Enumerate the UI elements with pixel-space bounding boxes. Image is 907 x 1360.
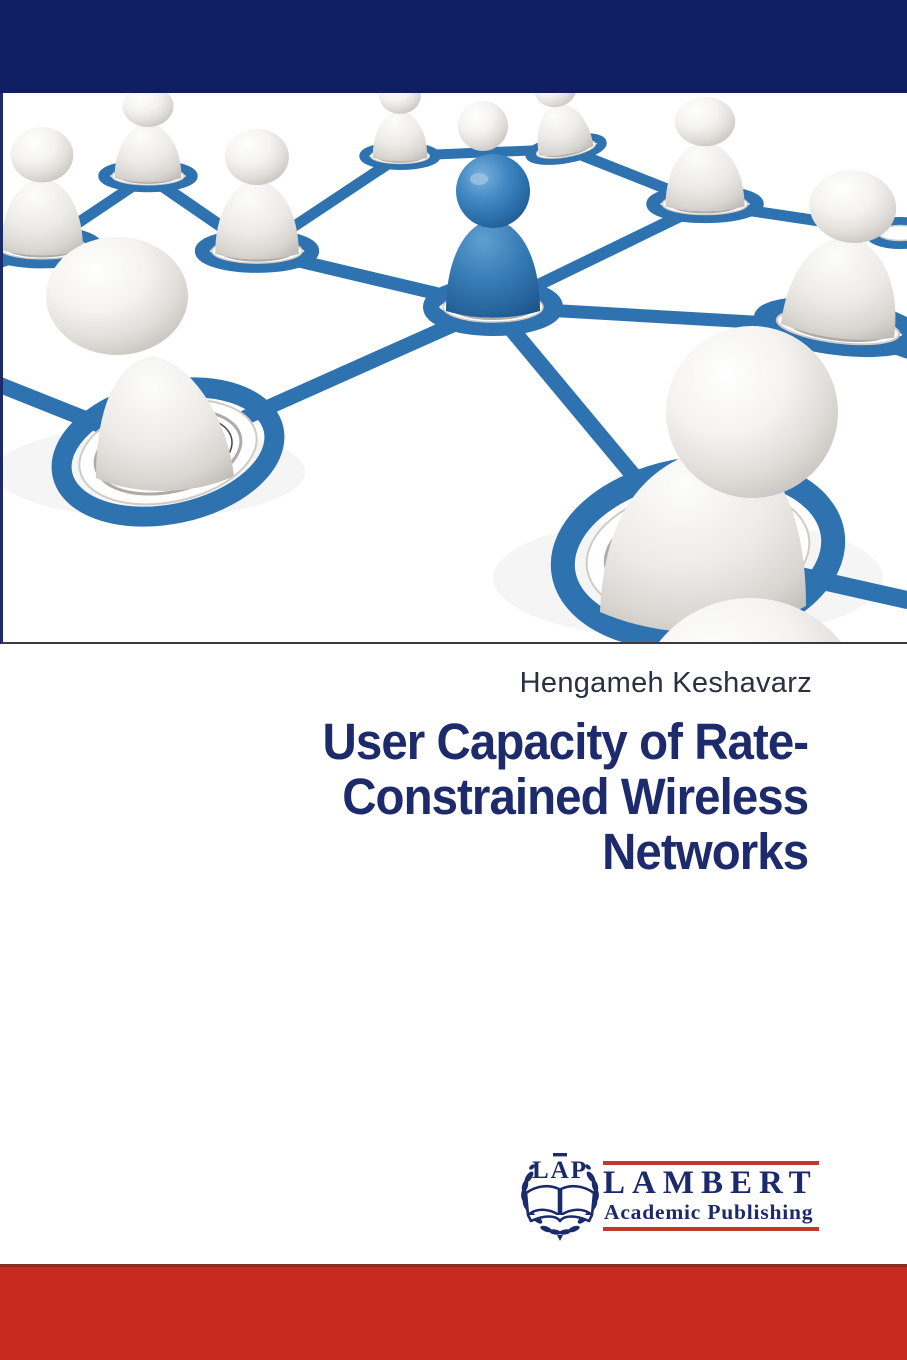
publisher-logo: LAP LAMBERT Academic Publishing [516,1150,836,1242]
network-pawns-graphic [3,93,907,642]
author-name: Hengameh Keshavarz [519,667,812,699]
lap-emblem-icon: LAP [521,1153,599,1241]
top-bar [0,0,907,93]
title-line-1: User Capacity of Rate- [322,713,809,770]
book-title: User Capacity of Rate- Constrained Wirel… [322,713,809,880]
title-line-2: Constrained Wireless [342,768,809,825]
network-illustration [0,93,907,644]
publisher-logo-text: LAMBERT Academic Publishing [603,1161,825,1231]
publisher-name: LAMBERT [603,1165,818,1201]
lap-emblem-text: LAP [532,1157,588,1184]
bottom-bar [0,1264,907,1360]
publisher-subtitle: Academic Publishing [604,1200,814,1224]
title-line-3: Networks [601,823,809,880]
logo-divider-bottom [603,1227,819,1231]
logo-divider-top [603,1161,819,1165]
